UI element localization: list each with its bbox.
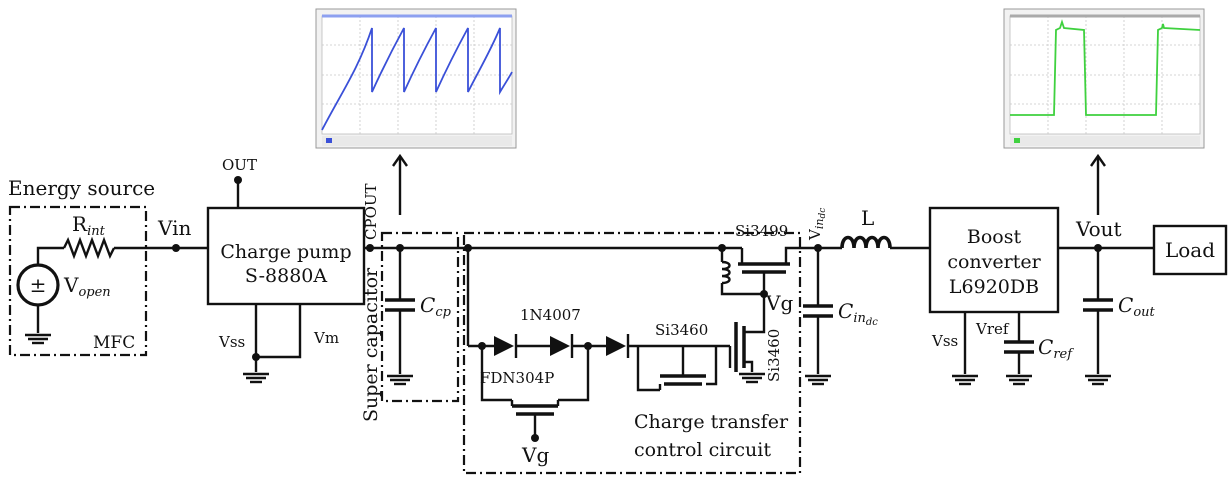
svg-text:Vindc: Vindc	[806, 208, 828, 241]
cout-capacitor	[1083, 298, 1113, 312]
rint-subscript: int	[87, 224, 106, 239]
plus-minus-icon: ±	[30, 273, 47, 297]
1n4007-label: 1N4007	[520, 306, 581, 324]
svg-text:Rint: Rint	[72, 212, 106, 239]
scope2-trace	[1010, 19, 1201, 116]
cindc-subscript: in	[853, 311, 866, 326]
svg-text:Ccp: Ccp	[420, 293, 452, 320]
vindc-subsubscript: dc	[818, 208, 828, 219]
ccp-subscript: cp	[435, 305, 451, 320]
charge-pump-block	[206, 206, 366, 306]
ground-symbol-supercap	[387, 374, 413, 386]
rint-resistor	[62, 236, 116, 260]
cindc-label: C	[838, 299, 853, 323]
cref-capacitor	[1004, 340, 1034, 354]
cref-label: C	[1038, 335, 1053, 359]
vopen-source: ±	[16, 263, 60, 307]
ground-symbol-cp	[243, 372, 269, 384]
supercap-label: Super capacitor	[360, 267, 382, 422]
si3460-label-a: Si3460	[655, 321, 708, 339]
ccp-capacitor	[385, 298, 415, 312]
cref-subscript: ref	[1053, 347, 1074, 362]
charge-transfer-title: Charge transfer	[634, 411, 789, 433]
vref-pin-label: Vref	[975, 320, 1010, 338]
diode-series	[606, 334, 630, 358]
arrow-to-scope1	[392, 153, 408, 215]
vss-pin-label-cp: Vss	[218, 333, 245, 351]
load-label: Load	[1165, 238, 1215, 262]
vindc-label: V	[806, 228, 824, 241]
supercap-boundary	[380, 231, 460, 403]
cindc-subsubscript: dc	[866, 317, 878, 328]
si3460-transistor-a	[658, 374, 706, 390]
load-block	[1152, 224, 1228, 276]
cpout-pin-label: CPOUT	[362, 183, 380, 240]
inductor-label: L	[861, 206, 874, 230]
ccp-label: C	[420, 293, 435, 317]
diode-1n4007-a	[494, 334, 518, 358]
boost-converter-block	[928, 206, 1060, 314]
charge-transfer-boundary	[462, 231, 802, 475]
scope1-trace	[321, 27, 513, 131]
si3460-label-b: Si3460	[765, 329, 783, 382]
energy-source-label: Energy source	[8, 176, 155, 200]
svg-text:Cout: Cout	[1118, 293, 1156, 320]
ground-symbol-source	[25, 333, 51, 345]
si3499-transistor	[738, 262, 790, 274]
scope-capture-supercap	[315, 8, 517, 149]
boost-title: Boost	[967, 226, 1022, 248]
mfc-boundary	[8, 205, 148, 357]
boost-part: L6920DB	[949, 276, 1039, 298]
si3460-transistor-b	[734, 322, 746, 372]
vin-label: Vin	[157, 216, 191, 240]
cout-label: C	[1118, 293, 1133, 317]
svg-text:Cref: Cref	[1038, 335, 1074, 362]
scope-capture-vout	[1003, 8, 1205, 149]
charge-transfer-subtitle: control circuit	[634, 439, 771, 461]
ground-symbol-cref	[1006, 374, 1032, 386]
vindc-subscript: in	[813, 219, 826, 230]
svg-text:Vopen: Vopen	[63, 273, 111, 300]
pullup-inductor	[721, 260, 731, 285]
arrow-to-scope2	[1090, 153, 1106, 215]
diode-1n4007-b	[550, 334, 574, 358]
si3499-label: Si3499	[735, 222, 788, 240]
boost-subtitle: converter	[947, 251, 1041, 273]
vg-label-bottom: Vg	[521, 443, 549, 467]
ground-symbol-cindc	[805, 374, 831, 386]
cindc-capacitor	[803, 304, 833, 318]
ground-symbol-boost	[952, 374, 978, 386]
vm-pin-label: Vm	[313, 329, 339, 347]
svg-text:Cindc: Cindc	[838, 299, 878, 328]
vg-label-right: Vg	[765, 291, 793, 315]
mfc-label: MFC	[93, 333, 135, 353]
vopen-label: V	[63, 273, 79, 297]
ground-symbol-si3460	[739, 372, 765, 384]
charge-pump-part: S-8880A	[245, 265, 327, 287]
vout-label: Vout	[1075, 217, 1122, 241]
rint-label: R	[72, 212, 88, 236]
fdn304p-label: FDN304P	[480, 369, 554, 387]
vopen-subscript: open	[78, 285, 110, 300]
charge-pump-title: Charge pump	[220, 241, 351, 263]
cout-subscript: out	[1133, 305, 1155, 320]
ground-symbol-cout	[1085, 374, 1111, 386]
inductor-l	[840, 235, 892, 249]
vss-pin-label-boost: Vss	[931, 332, 958, 350]
out-pin-label: OUT	[222, 156, 257, 174]
fdn304p-transistor	[510, 400, 560, 416]
